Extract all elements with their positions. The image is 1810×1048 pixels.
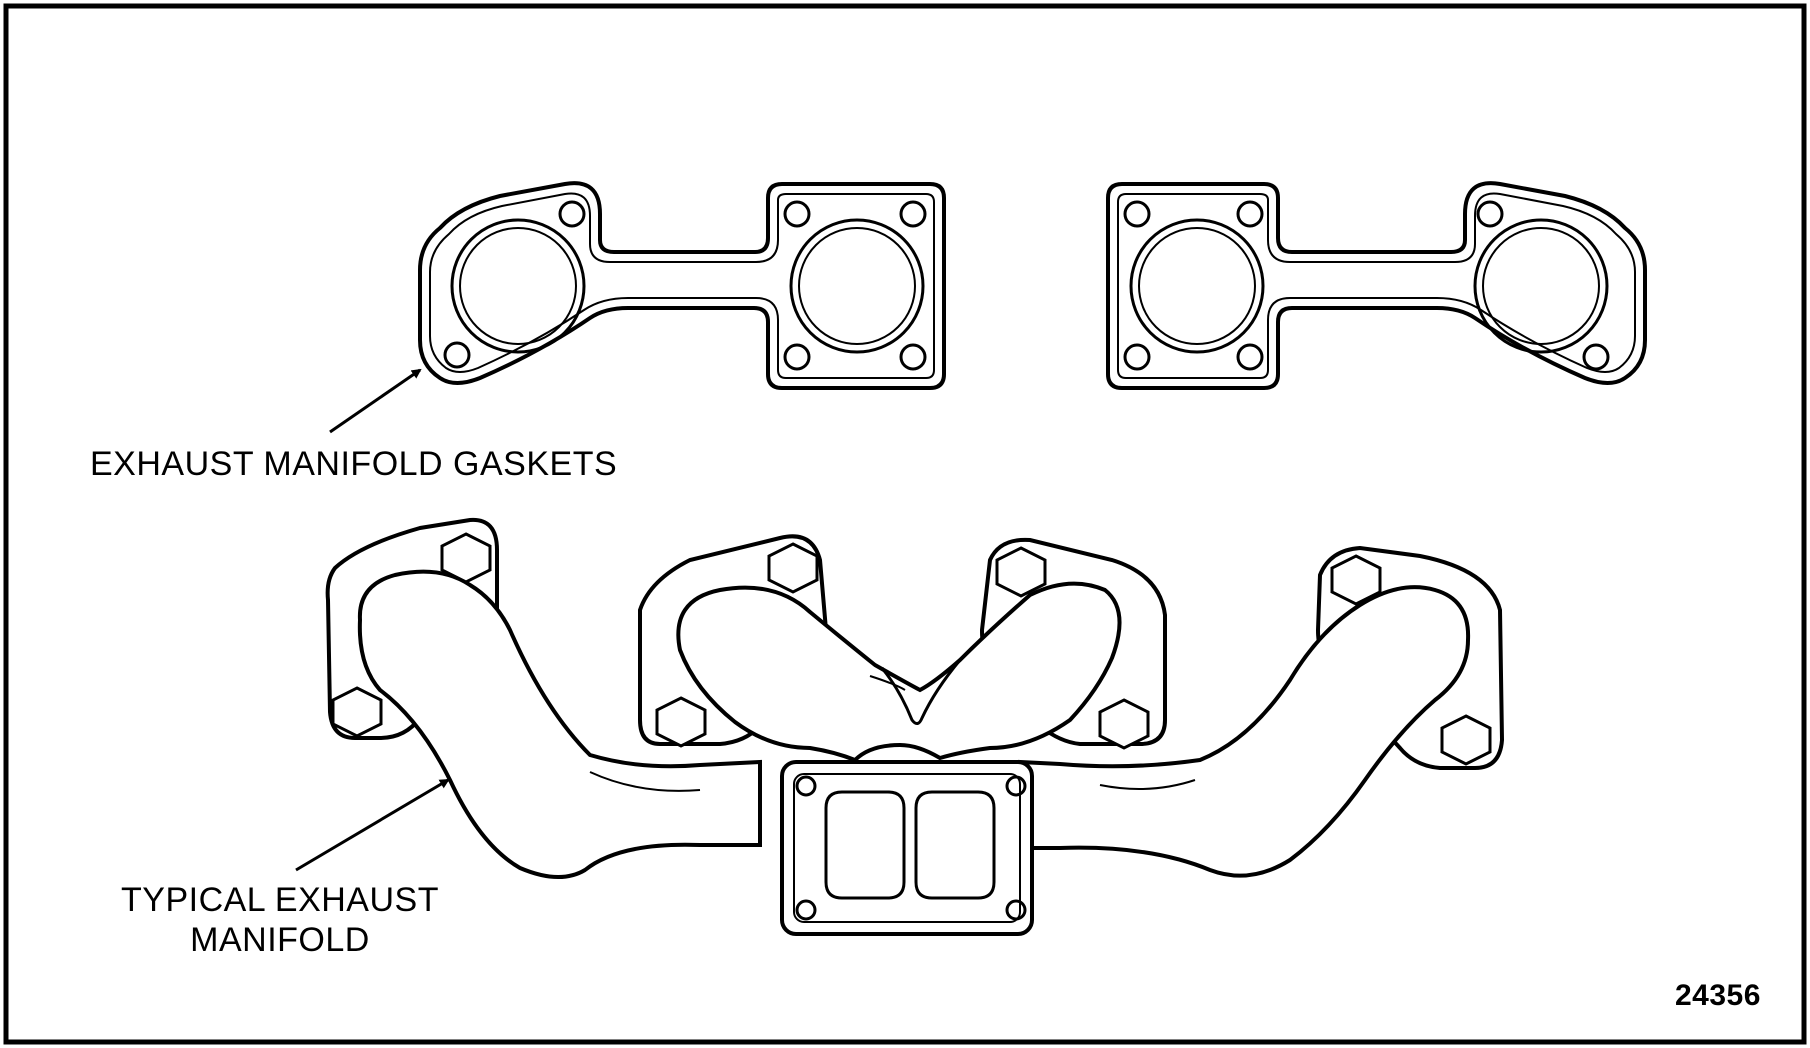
gaskets-leader-arrow bbox=[329, 368, 422, 434]
manifold-callout-line-1: TYPICAL EXHAUST bbox=[121, 881, 439, 919]
gaskets-callout-label: EXHAUST MANIFOLD GASKETS bbox=[90, 445, 618, 483]
manifold-callout-label: TYPICAL EXHAUST MANIFOLD bbox=[100, 880, 460, 960]
exhaust-manifold bbox=[325, 517, 1505, 936]
figure-number: 24356 bbox=[1675, 979, 1761, 1012]
manifold-callout-line-2: MANIFOLD bbox=[190, 921, 370, 959]
gasket-right bbox=[1106, 181, 1647, 390]
gasket-left bbox=[418, 181, 946, 390]
manifold-leader-arrow bbox=[295, 778, 450, 872]
